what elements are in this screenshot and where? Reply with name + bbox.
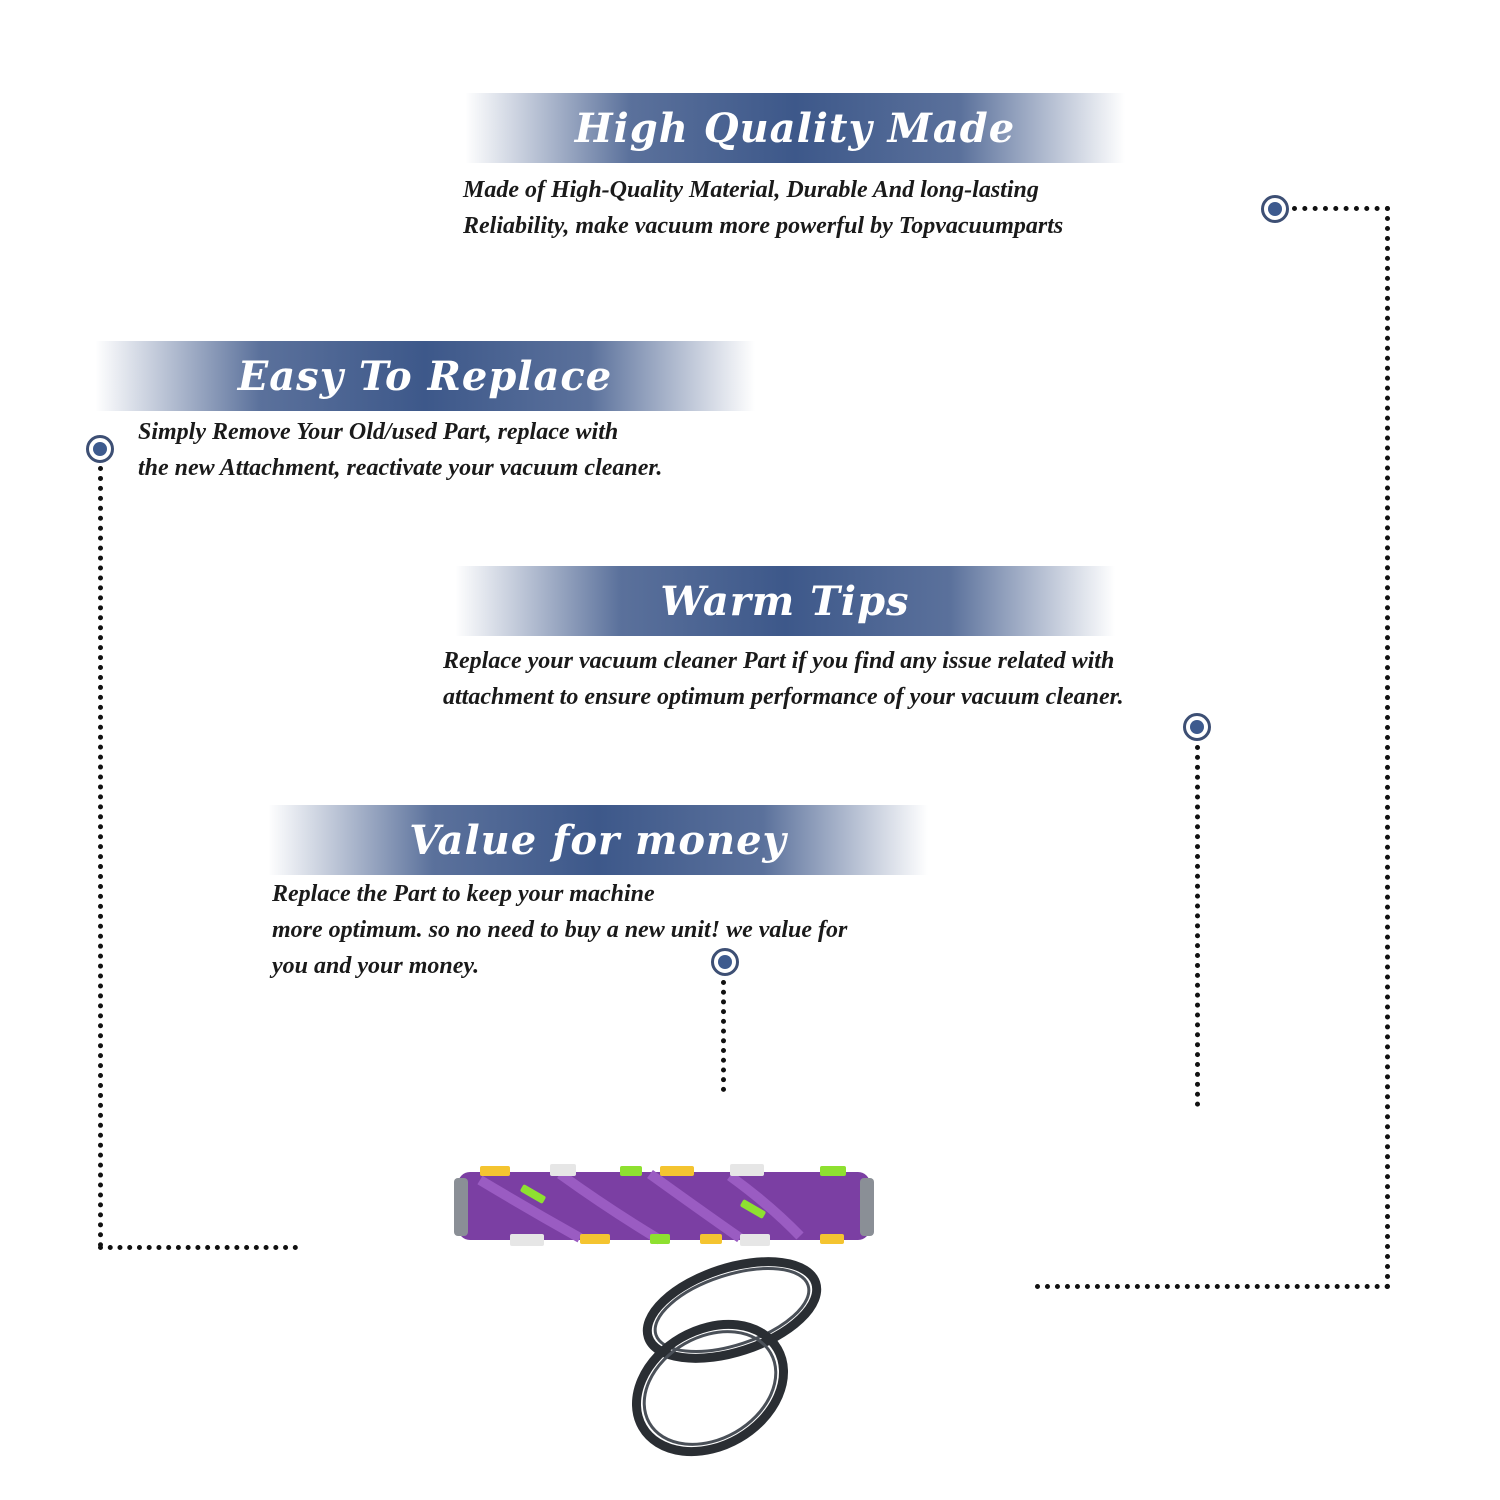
- product-illustration: [454, 1164, 874, 1457]
- description-line: Made of High-Quality Material, Durable A…: [463, 177, 1039, 203]
- description-line: attachment to ensure optimum performance…: [443, 684, 1124, 710]
- belt-icon: [631, 1257, 822, 1457]
- marker-dot-icon: [1183, 713, 1211, 741]
- connector-line: [721, 980, 726, 1092]
- section-title: Value for money: [409, 816, 787, 864]
- banner-easy-replace: Easy To Replace: [95, 341, 755, 411]
- marker-dot-icon: [711, 948, 739, 976]
- marker-dot-icon: [1261, 195, 1289, 223]
- description-line: Simply Remove Your Old/used Part, replac…: [138, 419, 619, 445]
- banner-high-quality: High Quality Made: [465, 93, 1125, 163]
- section-description: Replace your vacuum cleaner Part if you …: [443, 643, 1124, 715]
- connector-line: [1385, 206, 1390, 1290]
- connector-line: [1292, 206, 1390, 211]
- section-title: Warm Tips: [660, 577, 910, 625]
- description-line: Replace the Part to keep your machine: [272, 881, 655, 907]
- description-line: Replace your vacuum cleaner Part if you …: [443, 648, 1115, 674]
- marker-dot-icon: [86, 435, 114, 463]
- section-title: High Quality Made: [574, 104, 1016, 152]
- description-line: Reliability, make vacuum more powerful b…: [463, 213, 1064, 239]
- brush-roll-icon: [454, 1164, 874, 1246]
- section-description: Simply Remove Your Old/used Part, replac…: [138, 414, 662, 486]
- connector-line: [98, 466, 103, 1248]
- description-line: more optimum. so no need to buy a new un…: [272, 917, 848, 943]
- connector-line: [1195, 745, 1200, 1107]
- banner-warm-tips: Warm Tips: [455, 566, 1115, 636]
- section-title: Easy To Replace: [237, 352, 613, 400]
- section-description: Made of High-Quality Material, Durable A…: [463, 172, 1063, 244]
- description-line: you and your money.: [272, 953, 480, 979]
- connector-line: [98, 1245, 298, 1250]
- connector-line: [1035, 1284, 1390, 1289]
- banner-value-money: Value for money: [268, 805, 928, 875]
- section-description: Replace the Part to keep your machine mo…: [272, 876, 847, 984]
- description-line: the new Attachment, reactivate your vacu…: [138, 455, 663, 481]
